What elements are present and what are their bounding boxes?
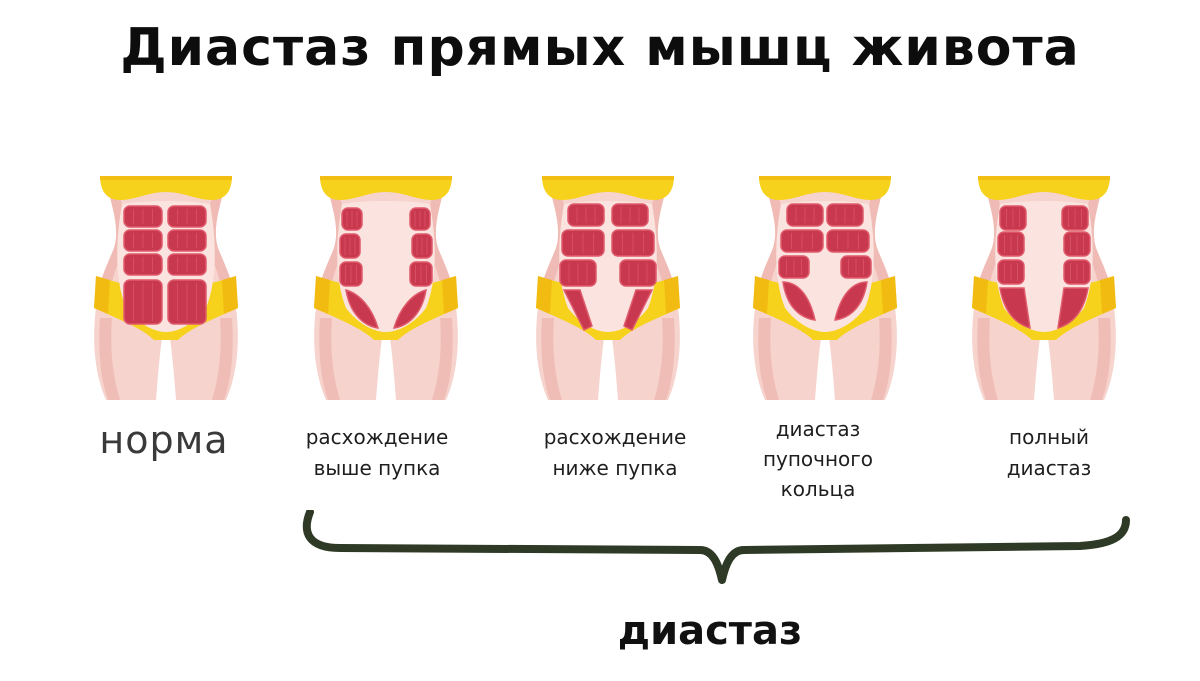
top-band-edge [978,176,1110,180]
leg-shadow [977,318,998,400]
top-band-edge [100,176,232,180]
muscle-segment [1057,287,1089,330]
top-band [320,176,452,200]
label-line: диастаз [775,417,861,441]
top-band [978,176,1110,200]
torso-shadow [864,188,894,308]
label-line: расхождение [543,425,687,449]
label-line: пупочного [762,447,874,471]
top-band-edge [759,176,891,180]
figure-norma [86,168,246,400]
label-line: выше пупка [313,456,441,480]
top-band-edge [320,176,452,180]
briefs-shadow [1100,276,1116,314]
page-title: Диастаз прямых мышц живота [120,18,1080,78]
leg-shadow [99,318,120,400]
label-full-diastasis: полный диастаз [939,422,1159,484]
briefs-shadow [664,276,680,314]
top-band [542,176,674,200]
torso-shadow [97,188,127,308]
figure-umbilical-ring [745,168,905,400]
leg-shadow [541,318,562,400]
torso-shadow [975,188,1005,308]
muscle-segment [834,281,868,321]
briefs-shadow [314,276,330,314]
label-above-navel: расхождение выше пупка [267,422,487,484]
briefs-shadow [881,276,897,314]
leg-shadow [432,318,453,400]
label-line: ниже пупка [552,456,678,480]
muscle-segment [999,287,1031,330]
torso-shadow [1083,188,1113,308]
leg-shadow [758,318,779,400]
briefs-shadow [94,276,110,314]
briefs-shadow [972,276,988,314]
leg-shadow [1090,318,1111,400]
briefs-shadow [442,276,458,314]
torso-shadow [317,188,347,308]
torso-below-navel-illustration [536,176,680,400]
torso-norma-illustration [94,176,238,400]
muscle-segment [782,281,816,321]
muscle-segment [623,289,654,332]
curly-brace [302,510,1130,584]
top-band [759,176,891,200]
label-line: полный [1009,425,1089,449]
label-norma: норма [54,420,274,460]
muscle-segment [562,289,593,332]
briefs-shadow [753,276,769,314]
torso-shadow [205,188,235,308]
leg-shadow [871,318,892,400]
muscle-segment [392,288,427,329]
torso-above-navel-illustration [314,176,458,400]
label-line: кольца [780,477,856,501]
briefs-shadow [536,276,552,314]
label-line: диастаз [1006,456,1092,480]
figure-below-navel [528,168,688,400]
label-line: расхождение [305,425,449,449]
briefs-shadow [222,276,238,314]
leg-shadow [212,318,233,400]
brace-label: диастаз [617,608,803,654]
leg-shadow [654,318,675,400]
torso-umbilical-ring-illustration [753,176,897,400]
torso-shadow [539,188,569,308]
figure-full-diastasis [964,168,1124,400]
torso-shadow [756,188,786,308]
label-below-navel: расхождение ниже пупка [505,422,725,484]
torso-full-diastasis-illustration [972,176,1116,400]
label-umbilical-ring: диастаз пупочного кольца [708,414,928,504]
top-band [100,176,232,200]
muscle-segment [345,288,380,329]
top-band-edge [542,176,674,180]
torso-shadow [647,188,677,308]
torso-shadow [425,188,455,308]
figure-above-navel [306,168,466,400]
label-line: норма [99,418,229,462]
leg-shadow [319,318,340,400]
